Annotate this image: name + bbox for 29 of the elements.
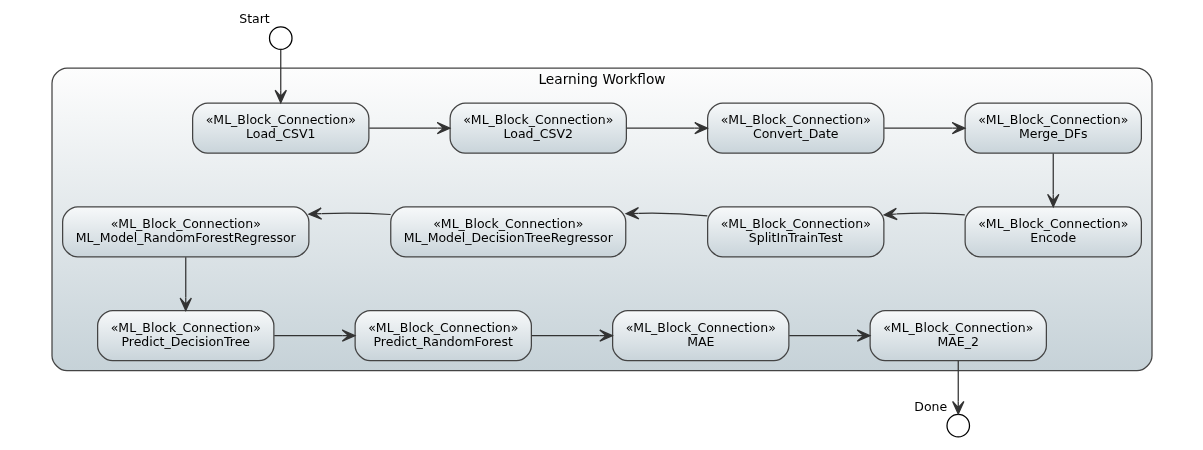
node-label: Done	[913, 398, 947, 414]
arrow	[368, 121, 450, 135]
arrow	[951, 360, 964, 415]
node-box: «ML_Block_Connection» SplitInTrainTest	[706, 206, 884, 258]
arrow	[883, 121, 965, 135]
node-circle	[268, 26, 293, 50]
node-label: Start	[238, 11, 270, 27]
node-box: «ML_Block_Connection» Predict_DecisionTree	[96, 310, 274, 362]
arrow	[883, 207, 965, 221]
node-box: «ML_Block_Connection» ML_Model_DecisionTreeRegressor	[389, 206, 626, 258]
node-box: «ML_Block_Connection» Load_CSV2	[449, 102, 627, 154]
node-box: «ML_Block_Connection» Load_CSV1	[191, 102, 369, 154]
arrow	[179, 256, 192, 312]
arrow	[625, 207, 708, 220]
arrow	[788, 329, 870, 342]
node-box: «ML_Block_Connection» MAE_2	[869, 310, 1047, 362]
arrow	[1046, 152, 1059, 208]
node-box: «ML_Block_Connection» MAE	[611, 310, 789, 362]
node-box: «ML_Block_Connection» Merge_DFs	[964, 102, 1142, 154]
arrow	[625, 121, 708, 135]
arrow	[273, 329, 355, 342]
arrow	[530, 329, 613, 342]
node-box: «ML_Block_Connection» ML_Model_RandomForestRegressor	[61, 206, 309, 258]
node-box: «ML_Block_Connection» Convert_Date	[706, 102, 884, 154]
node-box: «ML_Block_Connection» Predict_RandomForest	[354, 310, 532, 362]
node-box: «ML_Block_Connection» Encode	[964, 206, 1142, 258]
arrow	[274, 48, 287, 104]
arrow	[307, 207, 391, 220]
node-circle	[945, 413, 970, 438]
